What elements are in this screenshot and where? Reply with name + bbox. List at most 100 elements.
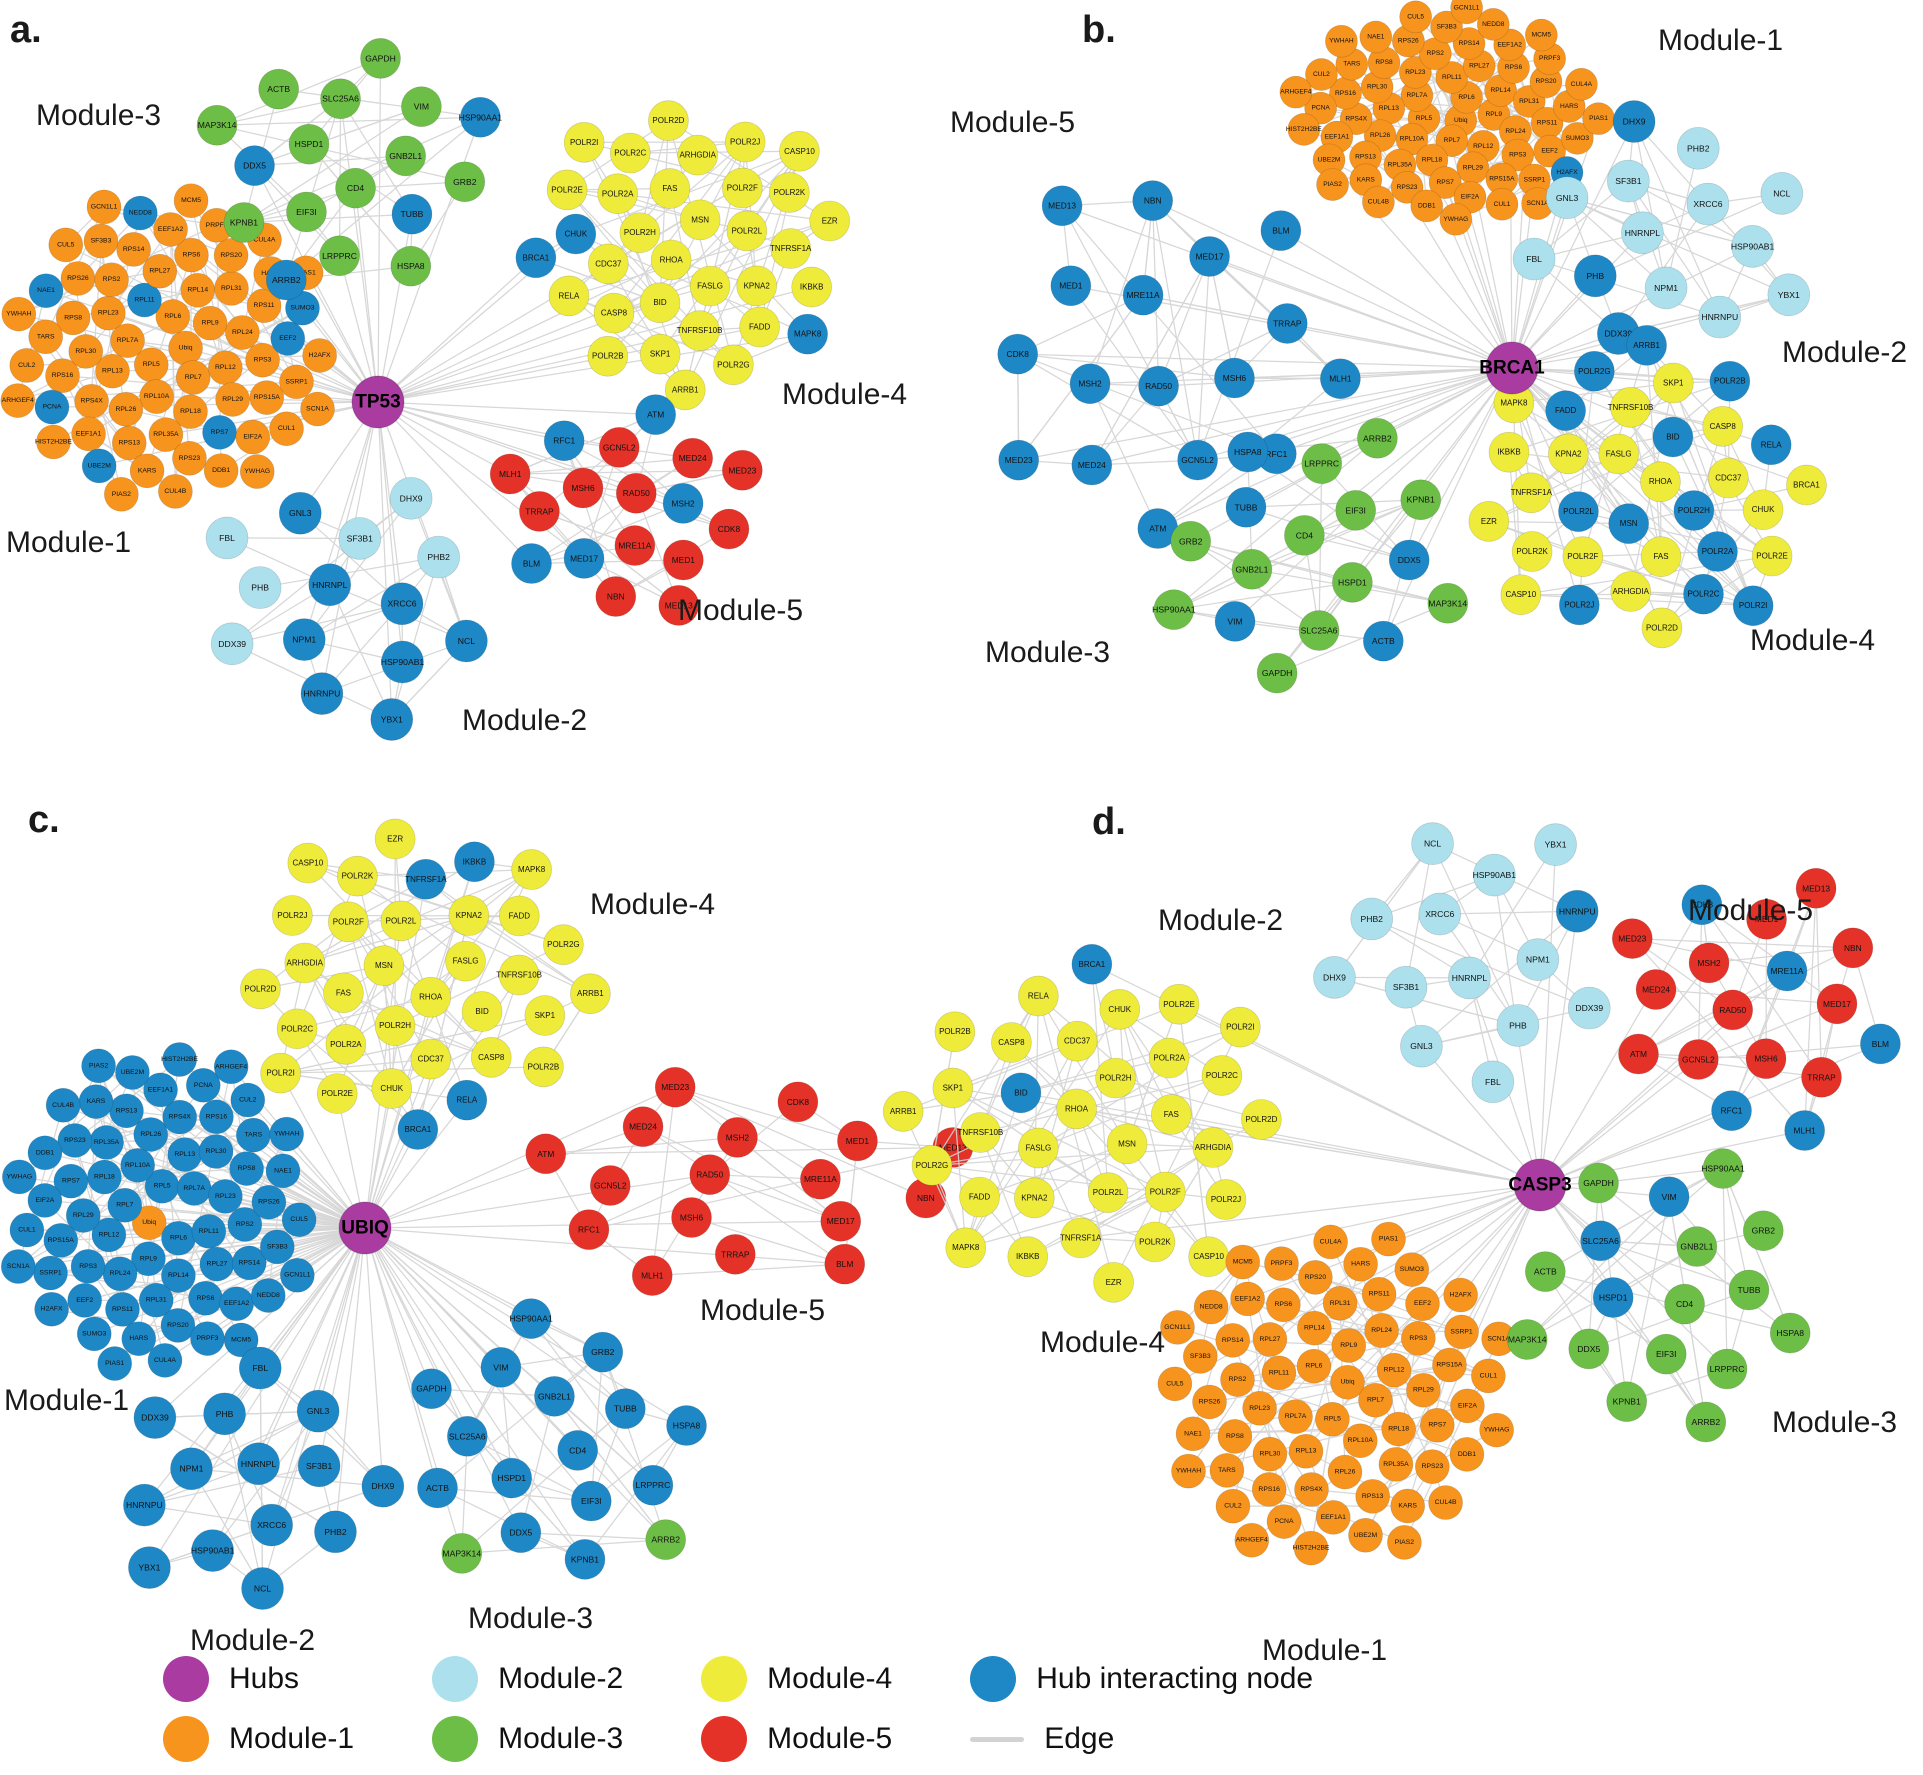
node-label: CUL4A: [1320, 1238, 1342, 1245]
edge: [1089, 200, 1154, 385]
node-circle: [1472, 853, 1516, 897]
node-HIST2H2BE: HIST2H2BE: [161, 1042, 199, 1077]
node-label: POLR2A: [1702, 547, 1734, 556]
node-circle: [932, 1067, 974, 1109]
node-label: MAPK8: [518, 865, 546, 874]
node-label: RPS7: [211, 429, 229, 436]
node-circle: [568, 1209, 610, 1250]
node-POLR2C: POLR2C: [1683, 573, 1724, 615]
node-label: RPL31: [1519, 98, 1539, 105]
node-HSPA8: HSPA8: [666, 1405, 707, 1446]
node-label: MED17: [570, 553, 598, 563]
node-FBL: FBL: [1471, 1060, 1515, 1104]
node-RPS3: RPS3: [1501, 138, 1535, 172]
node-label: RPL26: [115, 406, 136, 413]
node-RPL10A: RPL10A: [1342, 1423, 1378, 1459]
node-BLM: BLM: [824, 1243, 866, 1285]
node-circle: [122, 195, 158, 231]
node-MED1: MED1: [662, 539, 704, 581]
node-MED17: MED17: [1816, 983, 1858, 1025]
node-EIF3I: EIF3I: [570, 1480, 612, 1522]
node-label: TNFRSF10B: [957, 1128, 1003, 1137]
node-circle: [662, 539, 704, 581]
node-SUMO3: SUMO3: [1394, 1252, 1430, 1287]
node-label: BID: [1666, 432, 1680, 441]
node-label: UBE2M: [87, 462, 111, 469]
node-circle: [1266, 303, 1308, 344]
module-2-swatch-icon: [432, 1656, 479, 1702]
node-label: KPNB1: [1613, 1397, 1641, 1407]
node-CD4: CD4: [1664, 1283, 1705, 1325]
node-label: POLR2E: [551, 185, 583, 194]
node-label: HNRNPU: [1559, 906, 1596, 916]
node-CUL4A: CUL4A: [1565, 67, 1598, 101]
node-circle: [1644, 266, 1688, 310]
node-circle: [619, 212, 661, 254]
node-ARRB2: ARRB2: [265, 259, 307, 301]
node-circle: [1568, 1328, 1610, 1370]
node-label: MED1: [1755, 914, 1779, 924]
legend-label-edge: Edge: [1044, 1722, 1115, 1755]
node-label: POLR2I: [1739, 601, 1767, 610]
hub-edge: [212, 1227, 366, 1552]
node-XRCC6: XRCC6: [250, 1503, 293, 1547]
node-label: HIST2H2BE: [35, 438, 72, 445]
node-label: RPS26: [1199, 1398, 1221, 1405]
node-circle: [1134, 1221, 1176, 1263]
node-DDB1: DDB1: [1449, 1436, 1485, 1472]
node-label: EIF3I: [296, 207, 317, 217]
node-label: NCL: [1424, 839, 1441, 849]
node-circle: [1215, 1488, 1251, 1524]
node-circle: [1439, 202, 1473, 236]
node-circle: [1534, 823, 1577, 866]
node-CDC37: CDC37: [1056, 1020, 1098, 1062]
node-label: MSN: [375, 961, 393, 970]
node-label: POLR2L: [1093, 1188, 1124, 1197]
node-YWHAG: YWHAG: [1439, 202, 1473, 236]
node-YWHAH: YWHAH: [1325, 24, 1358, 58]
node-circle: [1501, 138, 1535, 172]
node-circle: [1219, 1006, 1261, 1048]
hub-edge: [259, 1227, 366, 1369]
node-EEF2: EEF2: [67, 1283, 103, 1318]
hub-edge: [364, 1227, 586, 1560]
node-label: EEF1A2: [224, 1300, 250, 1307]
node-label: TNFRSF1A: [405, 875, 447, 884]
node-circle: [316, 1073, 358, 1114]
node-MRE11A: MRE11A: [1122, 274, 1164, 316]
node-circle: [1664, 1283, 1705, 1325]
node-label: RPL14: [187, 287, 208, 294]
node-circle: [1580, 1220, 1621, 1262]
node-PHB2: PHB2: [314, 1510, 357, 1554]
node-label: H2AFX: [1556, 169, 1578, 176]
node-circle: [1652, 416, 1694, 458]
node-RPS15A: RPS15A: [249, 380, 285, 415]
node-circle: [1751, 535, 1793, 577]
node-CD4: CD4: [1284, 514, 1325, 556]
hub-edge: [364, 1227, 433, 1390]
edge: [553, 1395, 667, 1541]
node-RPS7: RPS7: [202, 414, 237, 450]
node-circle: [1860, 1023, 1901, 1065]
node-KPNA2: KPNA2: [1548, 433, 1589, 475]
node-circle: [237, 1442, 280, 1486]
node-RFC1: RFC1: [1711, 1090, 1752, 1132]
node-circle: [1293, 1530, 1329, 1566]
node-circle: [597, 173, 639, 215]
node-ARRB2: ARRB2: [1357, 417, 1398, 459]
node-circle: [1673, 490, 1715, 531]
edge: [1526, 1167, 1724, 1341]
node-POLR2E: POLR2E: [1751, 535, 1793, 577]
node-POLR2E: POLR2E: [546, 169, 588, 211]
node-POLR2F: POLR2F: [721, 167, 763, 209]
edge: [1533, 258, 1721, 318]
node-label: CUL5: [1166, 1380, 1184, 1387]
node-EEF1A1: EEF1A1: [1315, 1499, 1351, 1535]
node-ARHGEF4: ARHGEF4: [1234, 1522, 1270, 1558]
node-IKBKB: IKBKB: [1007, 1236, 1049, 1277]
node-label: ARHGEF4: [1280, 89, 1311, 96]
edge: [690, 1216, 846, 1265]
node-UBE2M: UBE2M: [115, 1055, 150, 1090]
node-label: HSP90AB1: [381, 657, 425, 667]
node-RPS8: RPS8: [55, 300, 91, 336]
